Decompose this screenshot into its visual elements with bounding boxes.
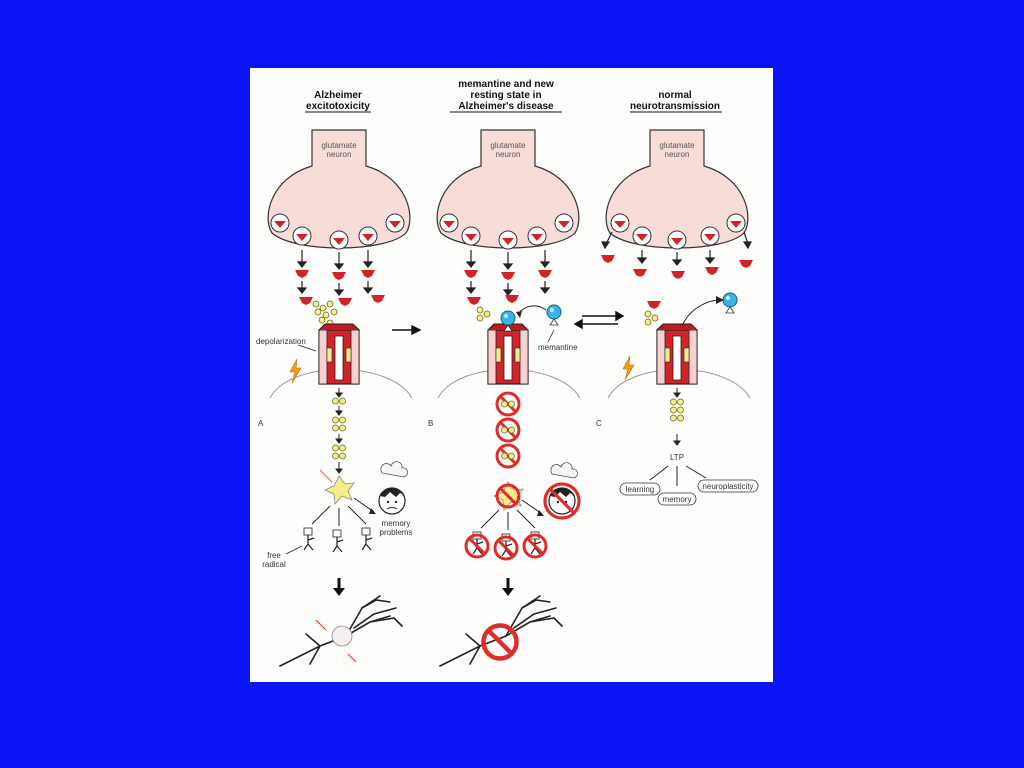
panel-a-title-line2: excitotoxicity xyxy=(306,101,370,112)
panel-b-neuron-terminal xyxy=(436,129,580,249)
panel-a-neuron-label-1: glutamate xyxy=(321,141,357,150)
free-radical-label-2: radical xyxy=(262,560,286,569)
panel-c-neuron-terminal xyxy=(605,129,749,249)
receptor-channel-icon xyxy=(487,323,529,385)
damaged-neuron-star xyxy=(324,475,355,505)
ltp-label: LTP xyxy=(670,453,684,462)
memory-label-1: memory xyxy=(382,519,411,528)
panel-c-title-line2: neurotransmission xyxy=(630,101,720,112)
free-radical-icon xyxy=(361,527,373,551)
lightning-icon xyxy=(622,355,635,381)
panel-a: Alzheimer excitotoxicity glutamate neuro… xyxy=(256,90,413,667)
depolarization-label: depolarization xyxy=(256,337,306,346)
memantine-label: memantine xyxy=(538,343,578,352)
panel-c-title-line1: normal xyxy=(658,90,692,101)
vesicle xyxy=(358,226,378,246)
panel-a-letter: A xyxy=(258,419,264,428)
memantine-mechanism-figure: Alzheimer excitotoxicity glutamate neuro… xyxy=(250,68,773,682)
vesicle xyxy=(292,226,312,246)
panel-b-title-line1: memantine and new xyxy=(458,79,554,90)
receptor-channel-icon xyxy=(656,323,698,385)
blocked-calcium-column xyxy=(495,391,521,469)
outcome-neuroplasticity-box xyxy=(697,479,759,493)
panel-c-letter: C xyxy=(596,419,602,428)
protected-dendrite xyxy=(439,595,563,667)
memantine-molecule-icon xyxy=(546,304,562,326)
memantine-molecule-icon xyxy=(722,292,738,314)
panel-a-neuron-label-2: neuron xyxy=(327,150,352,159)
vesicle xyxy=(329,230,349,250)
free-radical-icon xyxy=(332,529,344,553)
vesicle xyxy=(270,213,290,233)
receptor-channel-icon xyxy=(318,323,360,385)
dying-dendrite xyxy=(279,595,403,667)
panel-b-letter: B xyxy=(428,419,433,428)
panel-c-neuron-label-1: glutamate xyxy=(659,141,695,150)
outcome-learning-box xyxy=(619,482,661,496)
panel-b: memantine and new resting state in Alzhe… xyxy=(428,79,581,667)
panel-a-title-line1: Alzheimer xyxy=(314,90,362,101)
panel-b-neuron-label-1: glutamate xyxy=(490,141,526,150)
outcome-memory-box xyxy=(657,492,697,506)
panel-a-neuron-terminal xyxy=(267,129,411,249)
free-radical-label-1: free xyxy=(267,551,281,560)
panel-c-neuron-label-2: neuron xyxy=(665,150,690,159)
free-radical-icon xyxy=(303,527,315,551)
panel-c: normal neurotransmission glutamate neuro… xyxy=(596,90,759,506)
outcome-memory: memory xyxy=(663,495,692,504)
vesicle xyxy=(385,213,405,233)
head-icon xyxy=(378,461,408,515)
outcome-learning: learning xyxy=(626,485,654,494)
calcium-cluster xyxy=(312,300,338,327)
memory-label-2: problems xyxy=(380,528,413,537)
panel-b-neuron-label-2: neuron xyxy=(496,150,521,159)
panel-b-title-line2: resting state in xyxy=(470,90,541,101)
outcome-neuroplasticity: neuroplasticity xyxy=(702,482,753,491)
panel-b-title-line3: Alzheimer's disease xyxy=(458,101,554,112)
